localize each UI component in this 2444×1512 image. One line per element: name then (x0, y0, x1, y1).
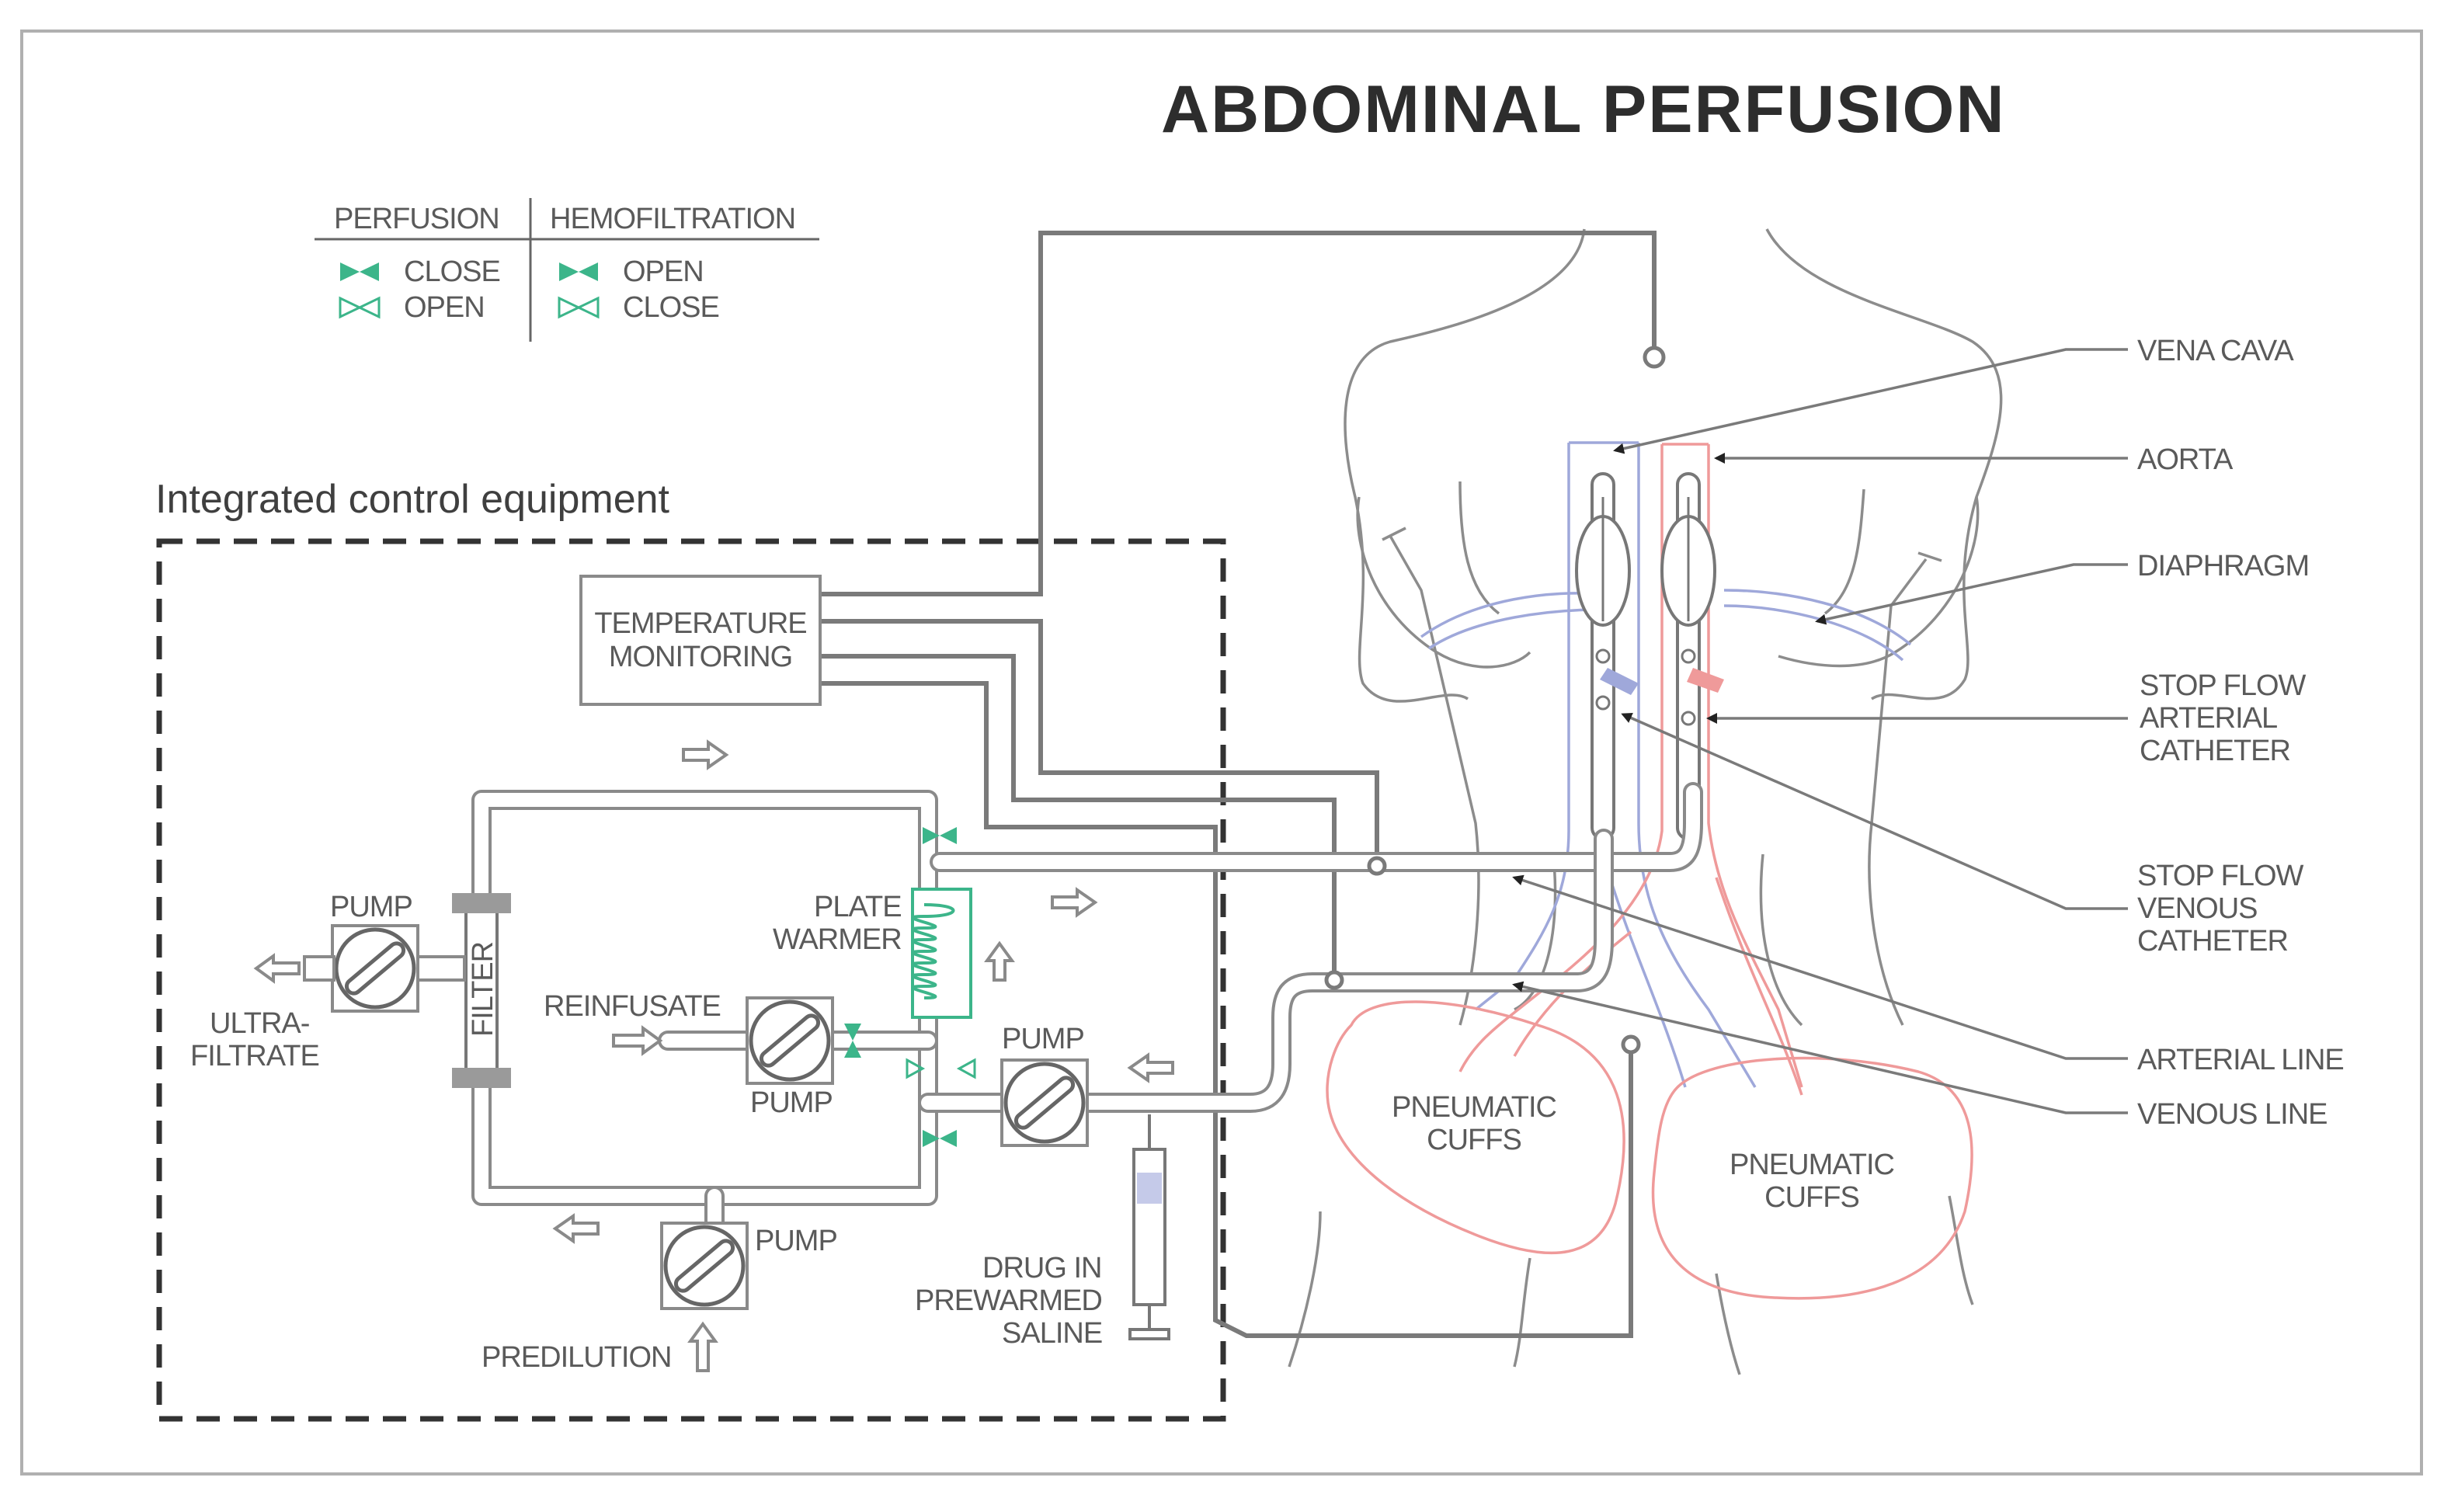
top-flow-arrow (682, 739, 729, 770)
left-leg-line-1 (1288, 1211, 1322, 1368)
closed-valve-icon (340, 262, 379, 281)
venous-line-leader (1512, 981, 2128, 1114)
left-chest-outline (1356, 496, 1531, 669)
vena-cava-vessel (1474, 441, 1757, 1088)
aorta-label: AORTA (2137, 443, 2234, 476)
stop-flow-venous-catheter (1575, 472, 1639, 840)
main-perfusion-pump (1000, 1058, 1089, 1147)
vena-cava-leader (1613, 348, 2128, 454)
cuffs-left-label-2: CUFFS (1427, 1124, 1521, 1156)
left-flank (1389, 535, 1480, 1026)
temperature-label-1: TEMPERATURE (594, 607, 806, 640)
abdomen-line-1 (1514, 853, 1557, 1011)
plate-warmer-label-2: WARMER (773, 923, 902, 956)
patient-body (1288, 228, 2003, 1375)
drug-label-3: SALINE (1002, 1317, 1102, 1350)
valve-top-closed (923, 827, 957, 844)
arterial-line-leader (1512, 874, 2128, 1060)
vena-cava-label: VENA CAVA (2137, 335, 2294, 367)
legend-hemofiltration-header: HEMOFILTRATION (550, 203, 795, 235)
right-chest-outline (1778, 496, 1980, 668)
right-nipple-mark (1917, 551, 1942, 562)
right-shoulder-outline (1765, 228, 2003, 700)
diaphragm-left-curve-2 (1428, 608, 1601, 650)
valve-left-open (906, 1058, 926, 1079)
warmer-flow-arrow (984, 940, 1015, 982)
right-arm-crease (1823, 488, 1865, 615)
legend-hemofiltration-open: OPEN (623, 255, 704, 288)
drug-label-1: DRUG IN (982, 1252, 1101, 1284)
hemofilter: FILTER (452, 893, 511, 1088)
right-leg-line-2 (1948, 1195, 1974, 1305)
predilution-pump (660, 1222, 749, 1310)
temperature-monitor-box (579, 575, 822, 706)
pneumatic-cuff-left: PNEUMATIC CUFFS (1326, 1000, 1625, 1255)
legend-hemofiltration-close: CLOSE (623, 291, 719, 324)
arterial-line-label: ARTERIAL LINE (2137, 1044, 2344, 1076)
pneumatic-cuff-right: PNEUMATIC CUFFS (1651, 1056, 1973, 1300)
reinfusate-pump (746, 996, 834, 1085)
closed-valve-icon (559, 262, 598, 281)
filter-label: FILTER (467, 942, 499, 1037)
predilution-in-arrow (687, 1321, 718, 1372)
venous-line-label: VENOUS LINE (2137, 1098, 2328, 1131)
ultrafiltrate-pump (303, 924, 466, 1013)
cuffs-right-label-1: PNEUMATIC (1730, 1149, 1894, 1181)
valve-right-open (956, 1058, 976, 1079)
open-valve-icon (339, 296, 381, 319)
drug-label-2: PREWARMED (915, 1284, 1102, 1317)
diagram-title: ABDOMINAL PERFUSION (1161, 72, 2006, 147)
stop-flow-venous-label-1: STOP FLOW (2137, 860, 2304, 892)
cuffs-left-label-1: PNEUMATIC (1392, 1091, 1556, 1124)
stop-flow-venous-label-3: CATHETER (2137, 925, 2288, 958)
ultrafiltrate-label-1: ULTRA- (210, 1007, 309, 1040)
ultrafiltrate-out-arrow (253, 953, 301, 984)
cuffs-right-label-2: CUFFS (1764, 1181, 1859, 1214)
valve-bottom-closed (923, 1130, 957, 1147)
ultrafiltrate-label-2: FILTRATE (190, 1040, 319, 1072)
valve-legend: PERFUSION HEMOFILTRATION CLOSE OPEN OPEN… (315, 198, 819, 342)
bottom-flow-arrow (552, 1213, 600, 1244)
arterial-line-probe (1367, 856, 1387, 876)
outflow-arrow (1051, 887, 1098, 918)
stop-flow-arterial-label-2: ARTERIAL (2140, 702, 2277, 735)
reinfusate-in-arrow (612, 1025, 663, 1056)
tubing-circuit (367, 782, 1703, 1237)
anatomy-labels: VENA CAVA AORTA DIAPHRAGM STOP FLOW ARTE… (1512, 335, 2345, 1131)
plate-warmer (911, 888, 972, 1019)
open-valve-icon (558, 296, 600, 319)
predilution-label: PREDILUTION (481, 1341, 671, 1374)
return-flow-arrow (1127, 1052, 1174, 1083)
stop-flow-arterial-label-1: STOP FLOW (2140, 669, 2307, 702)
equipment-boundary (156, 538, 1226, 1422)
main-pump-label: PUMP (1002, 1023, 1084, 1055)
plate-warmer-label-1: PLATE (814, 891, 902, 923)
left-leg-line-2 (1513, 1257, 1531, 1368)
valve-reinfusate-closed (844, 1024, 861, 1058)
stop-flow-arterial-label-3: CATHETER (2140, 735, 2290, 767)
legend-perfusion-close: CLOSE (404, 255, 500, 288)
drug-syringe (1128, 1114, 1170, 1340)
diaphragm-leader (1815, 563, 2128, 625)
temperature-label-2: MONITORING (609, 641, 792, 673)
abdomen-line-2 (1759, 853, 1803, 1027)
stop-flow-venous-leader (1621, 713, 2128, 910)
left-nipple-mark (1382, 527, 1406, 541)
stop-flow-arterial-catheter (1660, 472, 1724, 840)
diaphragm-right-curve (1723, 589, 1912, 646)
diaphragm-label: DIAPHRAGM (2137, 550, 2309, 582)
legend-perfusion-open: OPEN (404, 291, 485, 324)
legend-perfusion-header: PERFUSION (334, 203, 499, 235)
stop-flow-venous-label-2: VENOUS (2137, 892, 2257, 925)
equipment-label: Integrated control equipment (155, 477, 670, 522)
ultrafiltrate-pump-label: PUMP (330, 891, 412, 923)
reinfusate-pump-label: PUMP (750, 1086, 833, 1119)
predilution-pump-label: PUMP (755, 1225, 837, 1257)
venous-line-probe (1324, 970, 1344, 990)
right-flank (1868, 558, 1928, 1026)
left-shoulder-outline (1344, 228, 1586, 703)
reinfusate-label: REINFUSATE (544, 990, 721, 1023)
